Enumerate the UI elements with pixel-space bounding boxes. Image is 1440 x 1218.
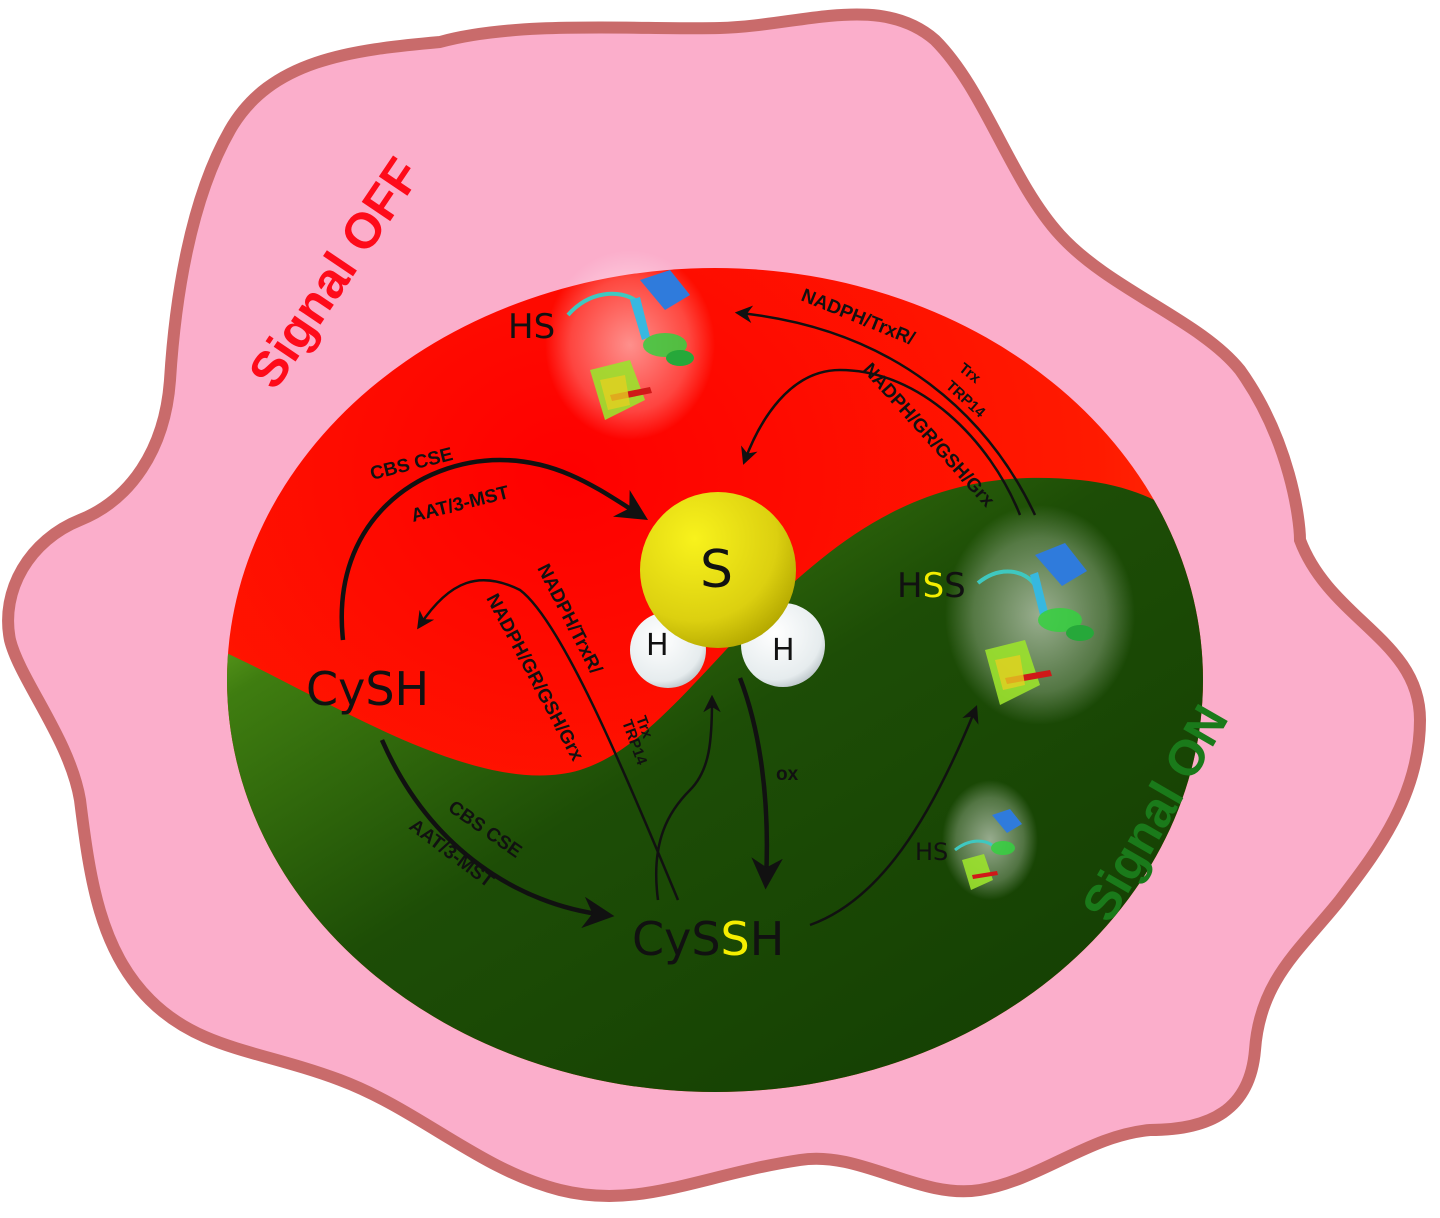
arrow-cysh-to-h2s — [339, 457, 649, 641]
sulfur-atom — [640, 492, 796, 648]
arrow-cyssh-to-h2s — [654, 694, 721, 901]
species-protein-hss: HSS — [897, 566, 966, 606]
species-cysh: CySH — [306, 662, 429, 716]
arrow-cysh-to-cyssh — [379, 739, 615, 929]
protein-top — [545, 250, 715, 440]
h2s-molecule: S H H — [630, 492, 825, 688]
protein-bottom — [942, 780, 1038, 900]
arrow-cyssh-to-protein — [809, 705, 979, 927]
protein-ribbon-icon — [590, 270, 694, 420]
hydrogen-left-label: H — [646, 628, 669, 663]
sulfur-label: S — [700, 540, 733, 600]
enzyme-label-ox: ox — [776, 764, 799, 785]
protein-middle — [945, 505, 1135, 725]
arrow-protein-ssh-to-h2s — [741, 368, 1022, 516]
arrow-h2s-to-cyssh — [737, 677, 783, 890]
species-cyssh: CySSH — [632, 912, 784, 966]
hydrogen-right-label: H — [772, 633, 795, 668]
arrow-cyssh-to-cysh — [417, 578, 680, 901]
species-protein-hs-top: HS — [508, 307, 555, 347]
species-protein-hs-bottom: HS — [915, 838, 948, 866]
arrow-protein-ssh-to-sh — [734, 305, 1037, 516]
enzyme-label-center-trx-sup: Trx — [632, 714, 656, 742]
